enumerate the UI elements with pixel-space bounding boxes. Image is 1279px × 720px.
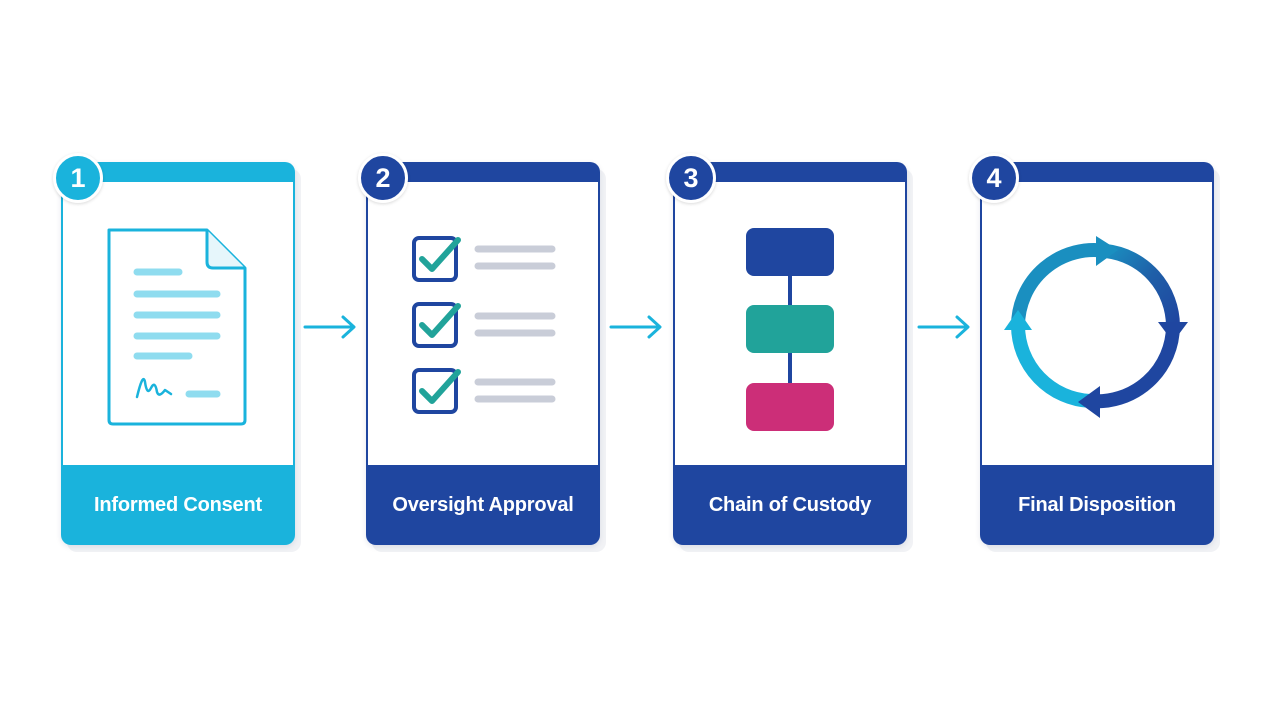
flow-arrow-1	[303, 315, 356, 339]
flow-arrow-3	[917, 315, 970, 339]
step-label-4: Final Disposition	[980, 465, 1214, 545]
step-badge-2: 2	[358, 153, 408, 203]
step-badge-1: 1	[53, 153, 103, 203]
checklist-icon	[412, 236, 556, 414]
flow-arrow-2	[609, 315, 662, 339]
chain-flow-icon	[746, 228, 834, 431]
step-label-2: Oversight Approval	[366, 465, 600, 545]
step-card-3: Chain of Custody	[673, 162, 907, 545]
cycle-arrows-icon	[1004, 236, 1188, 418]
step-badge-3: 3	[666, 153, 716, 203]
step-card-2: Oversight Approval	[366, 162, 600, 545]
step-badge-4: 4	[969, 153, 1019, 203]
step-card-1: Informed Consent	[61, 162, 295, 545]
step-label-1: Informed Consent	[61, 465, 295, 545]
signed-document-icon	[107, 228, 247, 426]
step-card-4: Final Disposition	[980, 162, 1214, 545]
step-label-3: Chain of Custody	[673, 465, 907, 545]
